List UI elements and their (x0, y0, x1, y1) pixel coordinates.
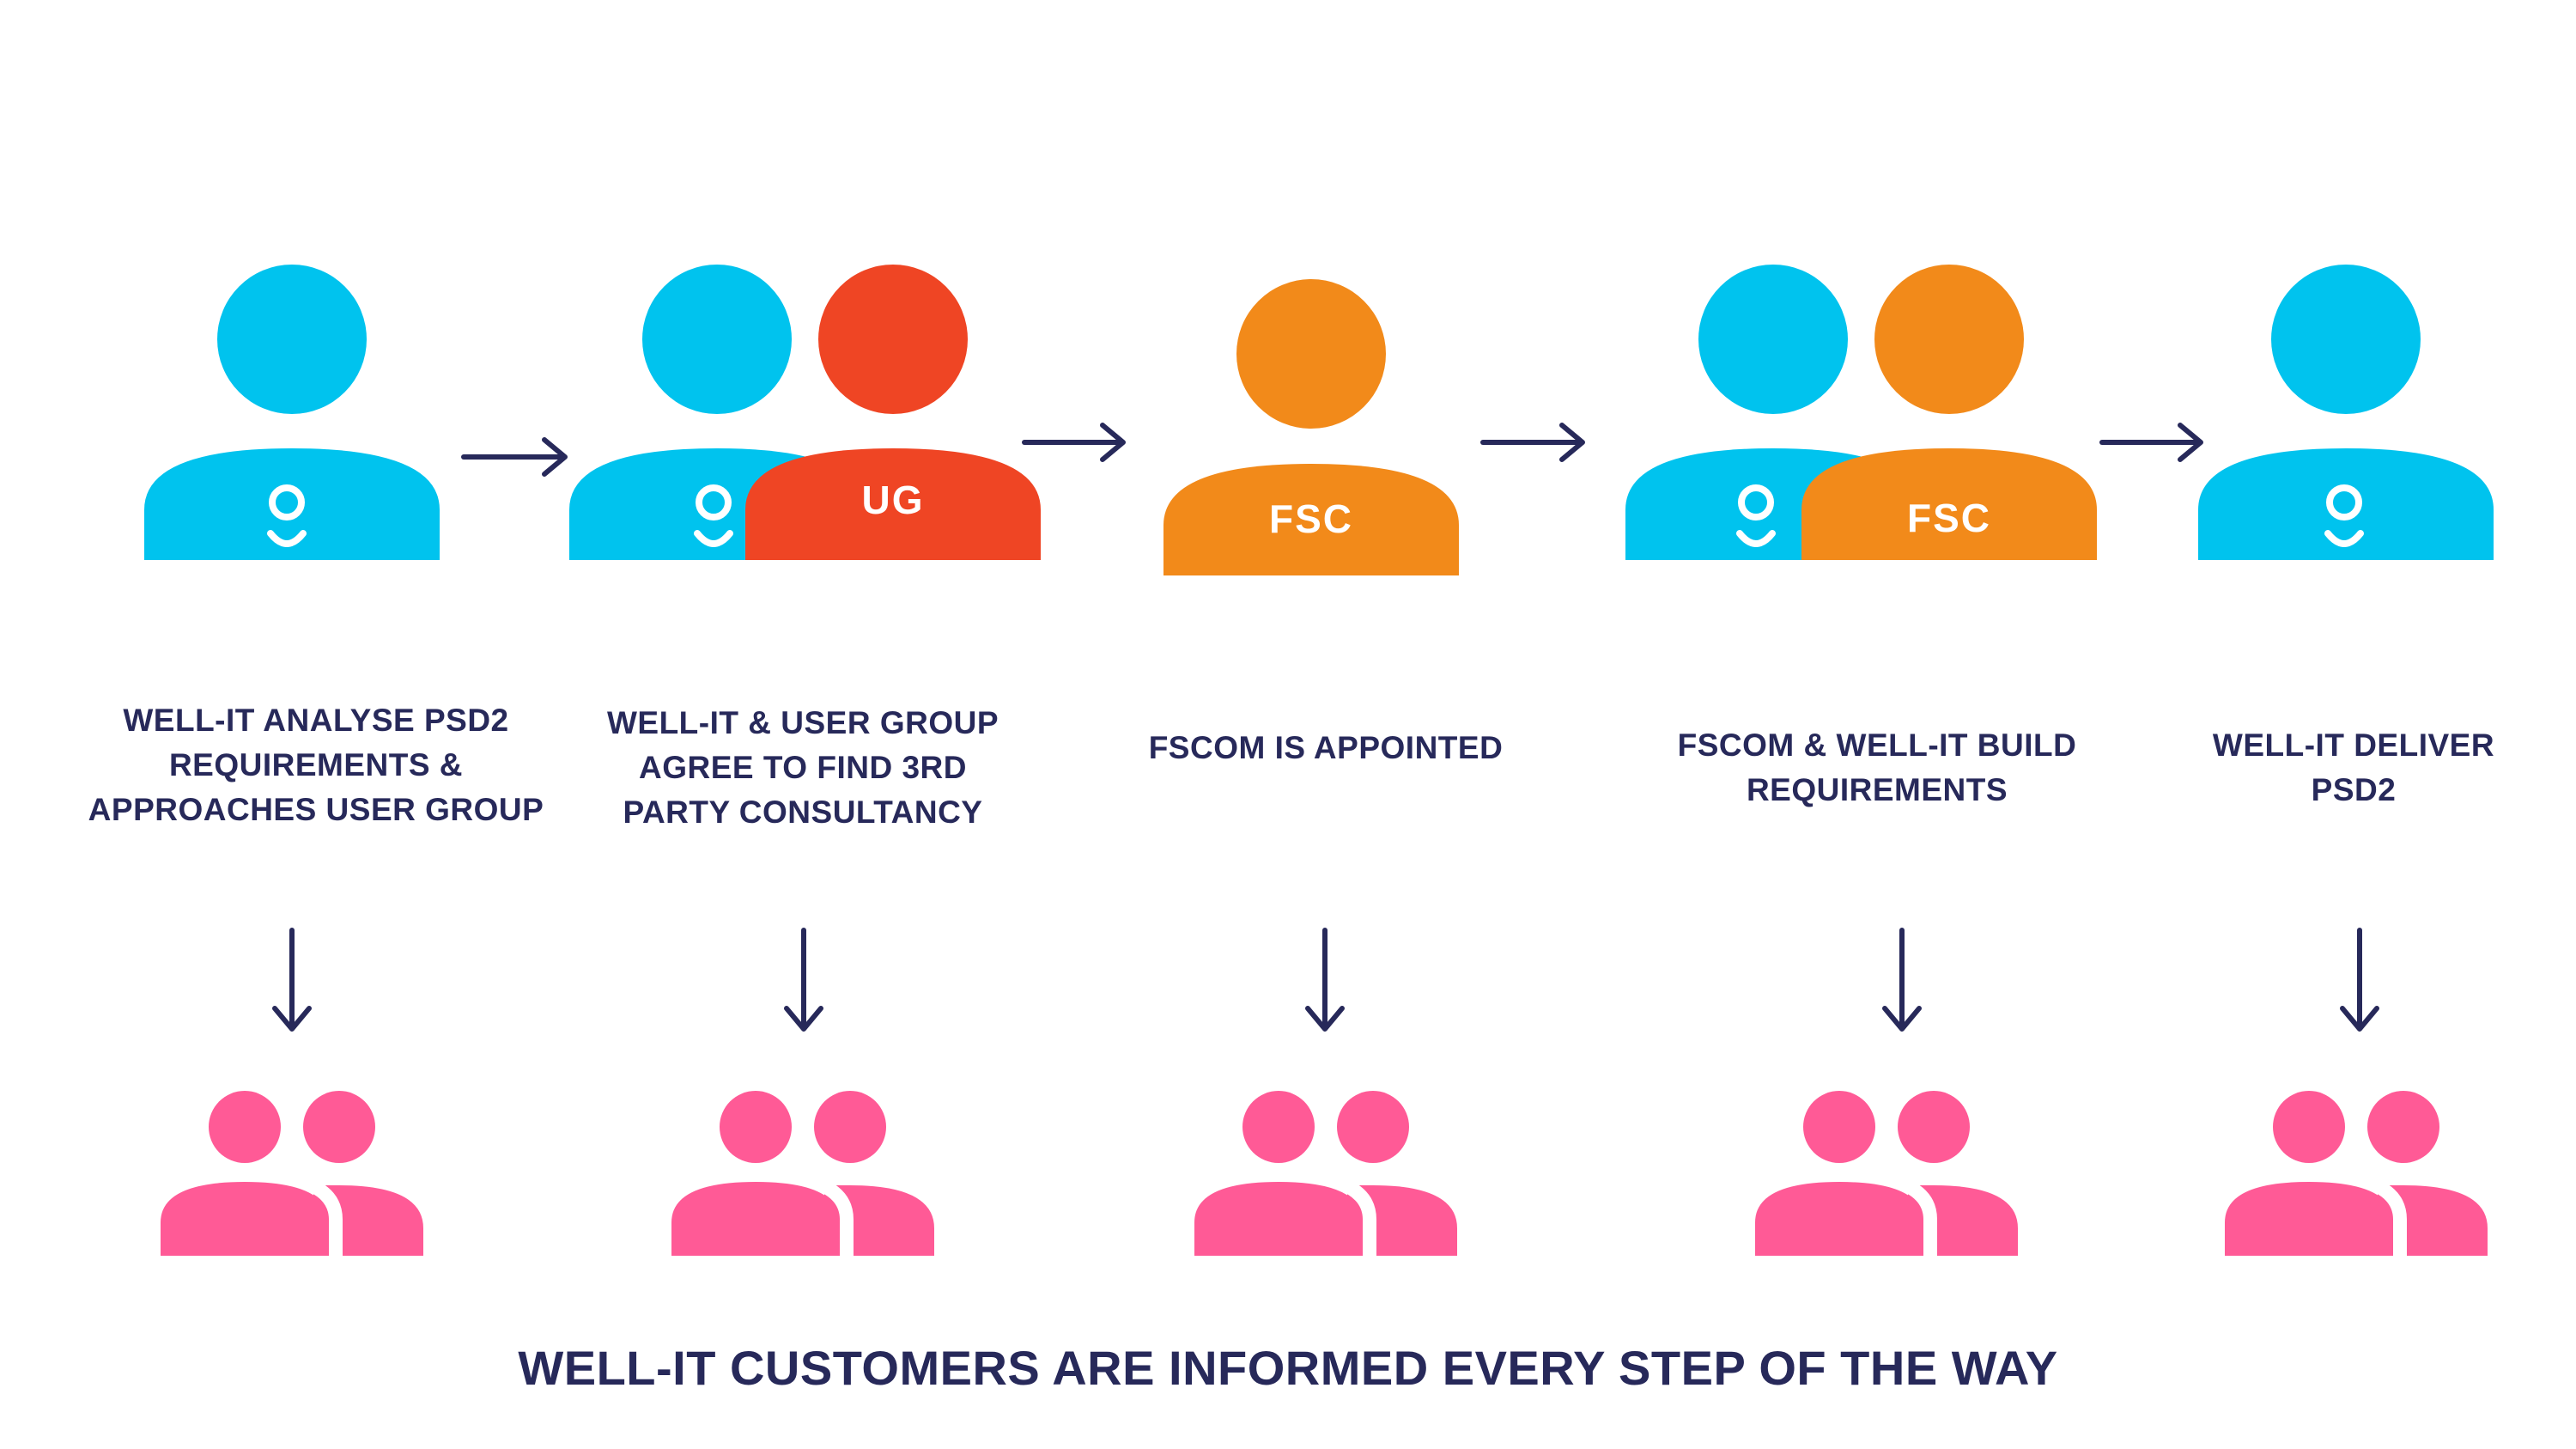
arrow-down-icon (784, 928, 823, 1032)
caption-line: WELL-IT DELIVER (2212, 728, 2495, 763)
arrow-right-icon (2099, 423, 2203, 462)
caption-line: WELL-IT & USER GROUP (606, 705, 999, 740)
arrow-layer (272, 423, 2379, 1032)
actor-badge-label: UG (862, 478, 925, 522)
caption-line: REQUIREMENTS & (168, 747, 464, 782)
arrow-down-icon (1882, 928, 1922, 1032)
well-it-person-body (144, 448, 440, 560)
fscom-person-head (1236, 279, 1386, 429)
user-group-person-head (818, 265, 968, 414)
caption-line: FSCOM & WELL-IT BUILD (1677, 728, 2077, 763)
arrow-right-icon (461, 437, 568, 477)
well-it-person-head (217, 265, 367, 414)
fscom-person-body (1801, 448, 2097, 560)
user-group-person-body (745, 448, 1041, 560)
step-5-caption: WELL-IT DELIVER PSD2 (2113, 723, 2576, 813)
customers-group-icon (1741, 1091, 2018, 1263)
well-it-logo-icon (1736, 484, 1776, 547)
customers-group-icon (1181, 1091, 1457, 1263)
well-it-person (144, 265, 440, 560)
customer-layer (147, 1091, 2488, 1263)
caption-line: AGREE TO FIND 3RD (639, 750, 967, 785)
well-it-person (2198, 265, 2494, 560)
arrow-down-icon (2340, 928, 2379, 1032)
fscom-person-body (1163, 464, 1459, 575)
caption-line: WELL-IT ANALYSE PSD2 (123, 703, 509, 738)
people-layer: UG FSC FSC (144, 265, 2494, 575)
well-it-logo-icon (2324, 484, 2364, 547)
fscom-person: FSC (1163, 279, 1459, 575)
user-group-person: UG (745, 265, 1041, 560)
fscom-person: FSC (1801, 265, 2097, 560)
caption-line: FSCOM IS APPOINTED (1148, 730, 1504, 765)
step-2-caption: WELL-IT & USER GROUP AGREE TO FIND 3RD P… (562, 701, 1043, 835)
well-it-person-head (642, 265, 792, 414)
step-4-caption: FSCOM & WELL-IT BUILD REQUIREMENTS (1637, 723, 2117, 813)
step-3-caption: FSCOM IS APPOINTED (1085, 726, 1566, 770)
caption-line: REQUIREMENTS (1746, 772, 2008, 807)
well-it-logo-icon (694, 484, 733, 547)
well-it-person-head (1698, 265, 1848, 414)
caption-line: APPROACHES USER GROUP (88, 792, 544, 827)
arrow-right-icon (1022, 423, 1126, 462)
customers-group-icon (2211, 1091, 2488, 1263)
caption-line: PSD2 (2311, 772, 2397, 807)
actor-badge-label: FSC (1269, 496, 1353, 541)
step-1-caption: WELL-IT ANALYSE PSD2 REQUIREMENTS & APPR… (76, 698, 556, 832)
arrow-down-icon (1305, 928, 1345, 1032)
well-it-person-body (2198, 448, 2494, 560)
well-it-logo-icon (267, 484, 307, 547)
arrow-down-icon (272, 928, 312, 1032)
customers-group-icon (147, 1091, 423, 1263)
fscom-person-head (1874, 265, 2024, 414)
well-it-person-head (2271, 265, 2421, 414)
arrow-right-icon (1480, 423, 1585, 462)
footer-message: WELL-IT CUSTOMERS ARE INFORMED EVERY STE… (518, 1341, 2058, 1395)
actor-badge-label: FSC (1907, 496, 1991, 540)
customers-group-icon (658, 1091, 934, 1263)
caption-line: PARTY CONSULTANCY (623, 795, 983, 830)
